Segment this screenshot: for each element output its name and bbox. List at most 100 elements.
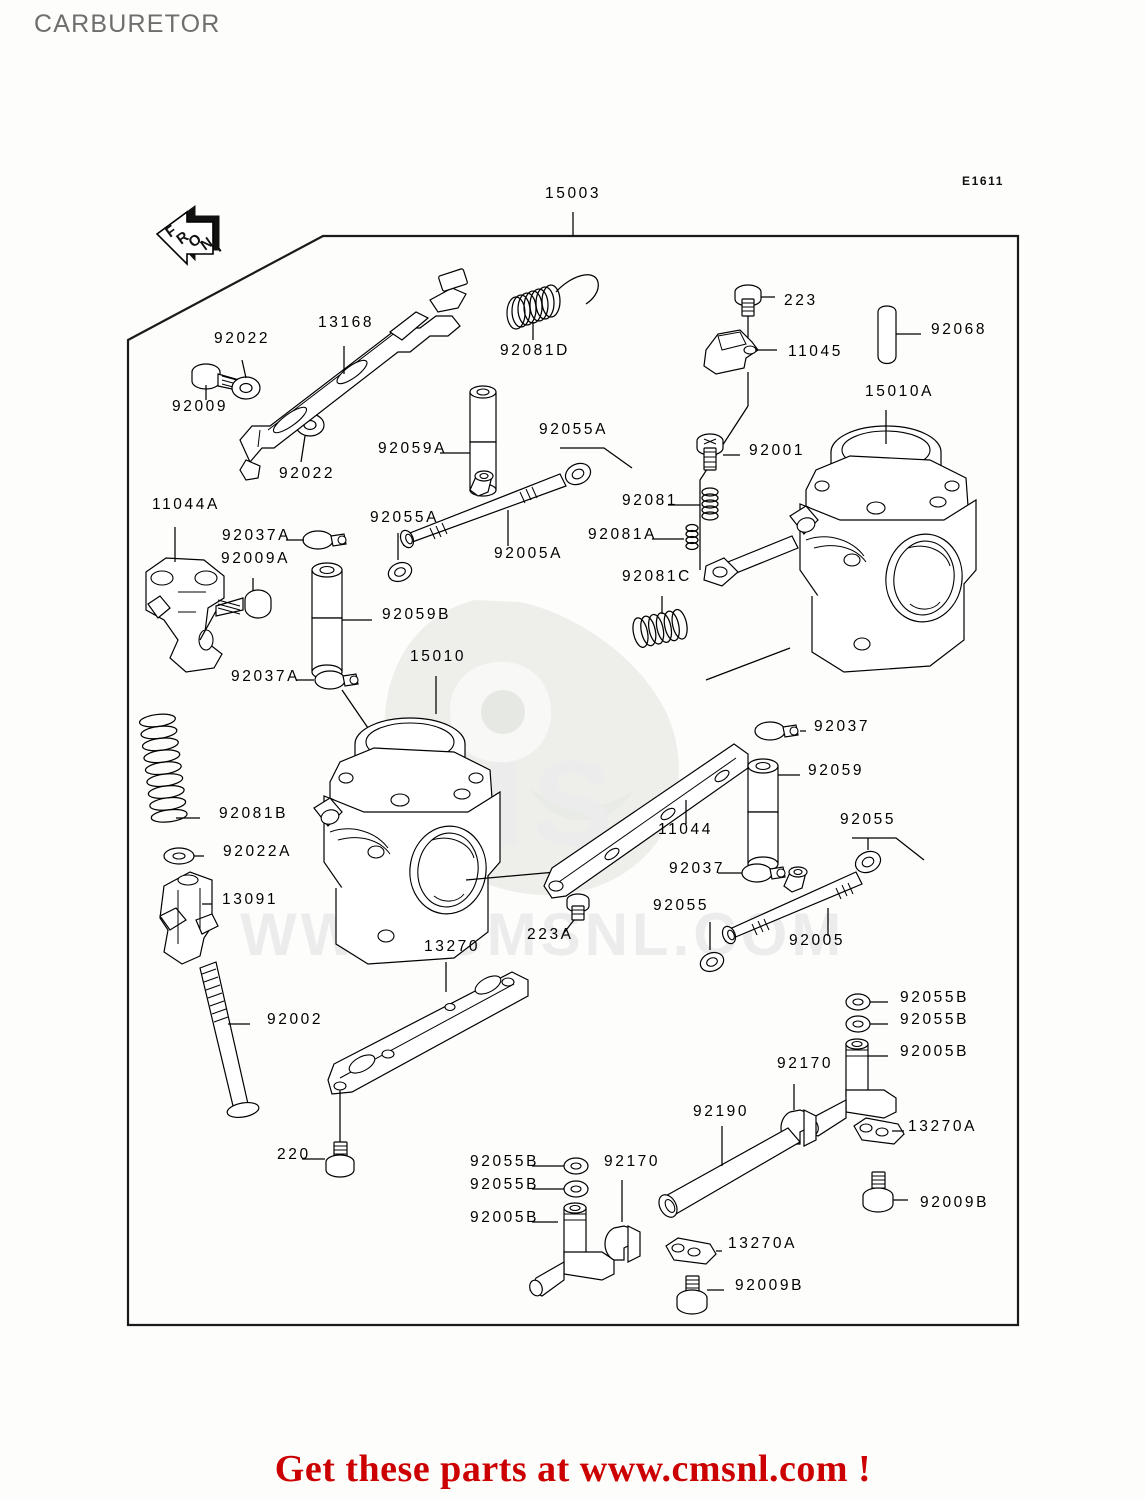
part-13270A-left (665, 1237, 722, 1265)
part-13091 (159, 871, 219, 965)
footer-cta[interactable]: Get these parts at www.cmsnl.com ! (274, 1448, 872, 1490)
part-15010A (703, 410, 977, 681)
part-92005B-left (529, 1202, 615, 1297)
part-220 (302, 1141, 355, 1178)
part-label-92037[interactable]: 92037 (669, 860, 725, 877)
part-92037A-lower (296, 670, 369, 729)
part-13168 (239, 268, 468, 481)
part-label-92022[interactable]: 92022 (214, 330, 270, 347)
part-label-92081a[interactable]: 92081A (588, 526, 657, 543)
part-label-92009b[interactable]: 92009B (735, 1277, 804, 1294)
part-label-92055b[interactable]: 92055B (470, 1153, 539, 1170)
part-label-92002[interactable]: 92002 (267, 1011, 323, 1028)
diagram-frame (126, 234, 1020, 1327)
part-label-220[interactable]: 220 (277, 1146, 311, 1163)
part-label-92055b[interactable]: 92055B (470, 1176, 539, 1193)
part-label-92081c[interactable]: 92081C (622, 568, 692, 585)
part-92081A (652, 523, 699, 551)
part-92059B (311, 562, 372, 680)
part-label-92009b[interactable]: 92009B (920, 1194, 989, 1211)
part-label-223a[interactable]: 223A (527, 926, 574, 943)
part-label-11044[interactable]: 11044 (658, 821, 713, 838)
part-92037-lower (718, 863, 786, 883)
part-92022A (163, 847, 204, 865)
part-label-92022a[interactable]: 92022A (223, 843, 292, 860)
part-label-92009a[interactable]: 92009A (221, 550, 290, 567)
part-92055B-r1 (845, 993, 888, 1011)
part-92059 (747, 758, 800, 872)
part-92190 (658, 1126, 801, 1218)
part-label-92009[interactable]: 92009 (172, 398, 228, 415)
part-label-13270a[interactable]: 13270A (728, 1235, 797, 1252)
part-label-92059[interactable]: 92059 (808, 762, 864, 779)
part-label-92081d[interactable]: 92081D (500, 342, 570, 359)
part-label-92005b[interactable]: 92005B (900, 1043, 969, 1060)
part-11044 (543, 743, 749, 899)
part-label-92081[interactable]: 92081 (622, 492, 678, 509)
part-label-15010[interactable]: 15010 (410, 648, 466, 665)
part-label-92055b[interactable]: 92055B (900, 989, 969, 1006)
part-label-11044a[interactable]: 11044A (152, 496, 220, 513)
part-label-92055b[interactable]: 92055B (900, 1011, 969, 1028)
part-label-92055[interactable]: 92055 (840, 811, 896, 828)
part-92037-upper (754, 721, 806, 741)
part-92001 (696, 433, 740, 471)
part-label-92059a[interactable]: 92059A (378, 440, 447, 457)
part-92009B-left (676, 1275, 724, 1315)
part-92081C (632, 596, 688, 648)
part-label-13270[interactable]: 13270 (424, 938, 480, 955)
part-label-92001[interactable]: 92001 (749, 442, 805, 459)
part-label-92068[interactable]: 92068 (931, 321, 987, 338)
part-label-layer: 15003 92022 13168 92081D 223 92068 11045 92009 1… (152, 185, 989, 1294)
part-11044A (145, 527, 225, 673)
part-label-92190[interactable]: 92190 (693, 1103, 749, 1120)
part-label-11045[interactable]: 11045 (788, 343, 843, 360)
part-label-92037a[interactable]: 92037A (222, 527, 291, 544)
part-223A (562, 893, 590, 935)
part-92005A (399, 470, 567, 549)
part-label-13091[interactable]: 13091 (222, 891, 278, 908)
part-92055B-l2 (532, 1180, 589, 1198)
part-92068 (877, 305, 921, 365)
part-label-92037a[interactable]: 92037A (231, 668, 300, 685)
part-label-92005[interactable]: 92005 (789, 932, 845, 949)
part-label-92022[interactable]: 92022 (279, 465, 335, 482)
part-label-15010a[interactable]: 15010A (865, 383, 934, 400)
part-label-92055[interactable]: 92055 (653, 897, 709, 914)
part-label-92005b[interactable]: 92005B (470, 1209, 539, 1226)
part-label-223[interactable]: 223 (784, 292, 818, 309)
part-13270 (327, 962, 529, 1142)
part-label-13270a[interactable]: 13270A (908, 1118, 977, 1135)
part-92055B-l1 (532, 1157, 589, 1175)
part-label-15003[interactable]: 15003 (545, 185, 601, 202)
part-92055-right (852, 837, 925, 874)
diagram-code: E1611 (962, 174, 1005, 188)
part-label-92055a[interactable]: 92055A (539, 421, 608, 438)
part-92081B (138, 713, 200, 823)
part-label-92170[interactable]: 92170 (604, 1153, 660, 1170)
part-92022-upper (231, 359, 261, 400)
part-label-92170[interactable]: 92170 (777, 1055, 833, 1072)
part-label-92081b[interactable]: 92081B (219, 805, 288, 822)
part-label-92037[interactable]: 92037 (814, 718, 870, 735)
part-label-92055a[interactable]: 92055A (370, 509, 439, 526)
part-92055A-upper (560, 447, 633, 486)
part-15010 (313, 676, 557, 965)
front-arrow-icon: F R O N T (155, 205, 227, 266)
part-92055B-r2 (845, 1015, 888, 1033)
part-92081D (506, 274, 599, 340)
part-label-92005a[interactable]: 92005A (494, 545, 563, 562)
part-92055A-lower (387, 533, 413, 583)
part-92170-left (604, 1180, 641, 1263)
part-92009B-right (862, 1171, 908, 1213)
part-label-13168[interactable]: 13168 (318, 314, 374, 331)
part-92002 (199, 961, 260, 1119)
page-title: CARBURETOR (34, 10, 221, 38)
part-label-92059b[interactable]: 92059B (382, 606, 451, 623)
part-92037A-upper (286, 530, 347, 550)
part-92005 (721, 866, 863, 945)
part-11045 (699, 329, 777, 570)
part-13270A-right (853, 1117, 905, 1145)
